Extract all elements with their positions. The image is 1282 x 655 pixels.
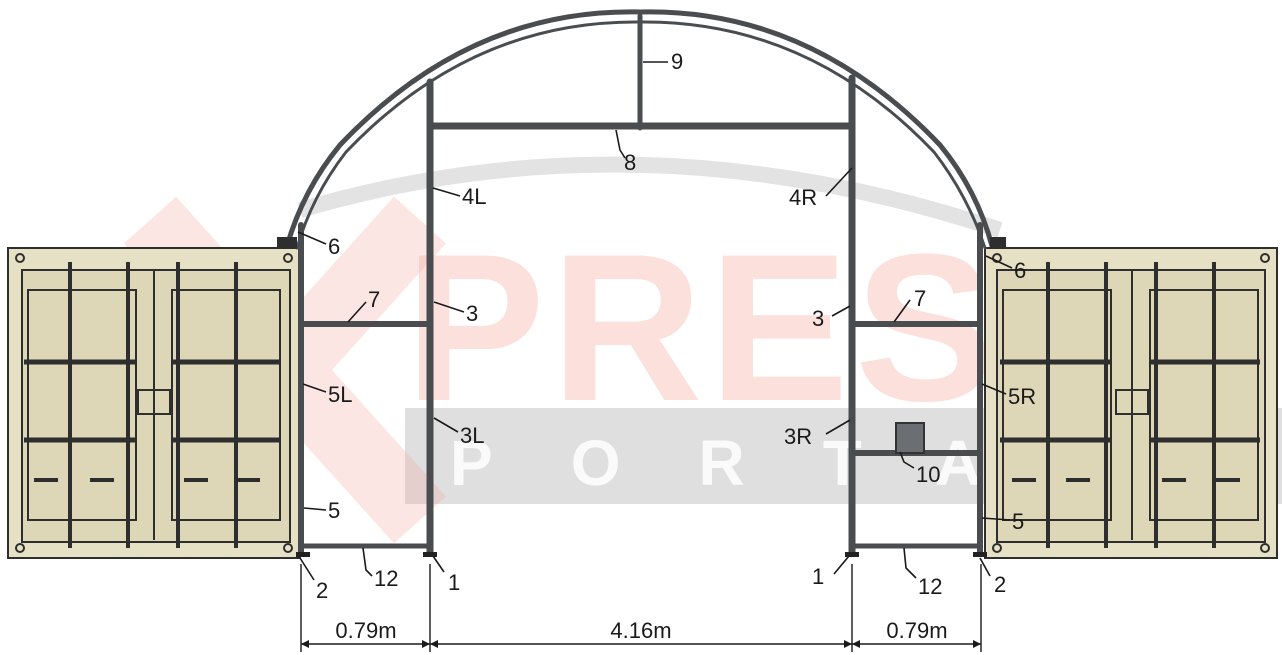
right-container <box>984 247 1278 559</box>
label-7-right: 7 <box>914 286 926 311</box>
label-4L: 4L <box>462 184 486 209</box>
label-3R: 3R <box>784 424 812 449</box>
label-3L: 3L <box>460 423 484 448</box>
base-plate-1-left <box>423 552 437 557</box>
label-6-left: 6 <box>328 234 340 259</box>
label-7-left: 7 <box>368 287 380 312</box>
label-1-right: 1 <box>812 564 824 589</box>
label-12-right: 12 <box>918 574 942 599</box>
steel-frame <box>284 9 995 556</box>
label-2-right: 2 <box>994 572 1006 597</box>
base-plate-1-right <box>845 552 859 557</box>
watermark-swoosh <box>297 156 1003 238</box>
part-10-box <box>895 422 925 454</box>
bracket-6-left <box>277 237 297 249</box>
label-10: 10 <box>916 462 940 487</box>
label-6-right: 6 <box>1014 258 1026 283</box>
label-2-left: 2 <box>316 578 328 603</box>
label-1-left: 1 <box>448 570 460 595</box>
label-5-right: 5 <box>1012 509 1024 534</box>
label-4R: 4R <box>789 185 817 210</box>
label-8: 8 <box>624 150 636 175</box>
base-plate-2-left <box>296 552 310 557</box>
label-9: 9 <box>671 49 683 74</box>
dimension-lines <box>300 564 982 652</box>
dimension-left: 0.79m <box>335 618 396 643</box>
dimension-right: 0.79m <box>886 618 947 643</box>
part-labels: 9 8 4L 4R 6 6 7 7 3 3 5L 5R 3L 3R 10 5 5… <box>316 49 1036 603</box>
label-5R: 5R <box>1008 384 1036 409</box>
label-12-left: 12 <box>374 566 398 591</box>
label-3-right: 3 <box>812 306 824 331</box>
left-container <box>7 247 301 559</box>
base-plate-2-right <box>973 552 987 557</box>
dimension-center: 4.16m <box>610 618 671 643</box>
bracket-6-right <box>990 237 1006 249</box>
arch-outer <box>284 9 995 249</box>
leader-lines <box>297 61 1013 581</box>
label-5L: 5L <box>328 382 352 407</box>
label-5-left: 5 <box>328 498 340 523</box>
label-3-left: 3 <box>466 301 478 326</box>
